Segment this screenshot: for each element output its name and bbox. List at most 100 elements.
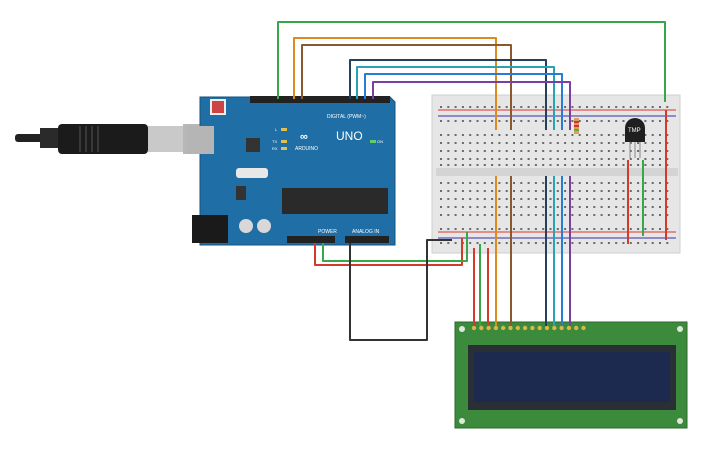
breadboard-hole[interactable] — [600, 214, 603, 216]
breadboard-hole[interactable] — [578, 120, 581, 122]
breadboard-hole[interactable] — [476, 228, 479, 230]
arduino-board[interactable]: DIGITAL (PWM~) ∞ ARDUINO UNO L TX RX ON … — [186, 96, 396, 246]
breadboard-hole[interactable] — [447, 228, 450, 230]
breadboard-hole[interactable] — [556, 106, 559, 108]
breadboard-hole[interactable] — [659, 142, 661, 144]
breadboard-hole[interactable] — [549, 228, 552, 230]
breadboard-hole[interactable] — [600, 120, 603, 122]
breadboard-hole[interactable] — [600, 142, 603, 144]
breadboard-hole[interactable] — [556, 228, 559, 230]
breadboard-hole[interactable] — [637, 150, 640, 152]
breadboard-hole[interactable] — [527, 150, 530, 152]
breadboard-hole[interactable] — [586, 214, 588, 216]
breadboard-hole[interactable] — [644, 158, 647, 160]
breadboard-hole[interactable] — [651, 242, 654, 244]
breadboard-hole[interactable] — [447, 198, 450, 200]
breadboard-hole[interactable] — [527, 164, 530, 166]
breadboard-hole[interactable] — [622, 206, 625, 208]
breadboard-hole[interactable] — [666, 120, 669, 122]
breadboard-hole[interactable] — [447, 190, 450, 192]
breadboard-hole[interactable] — [586, 142, 588, 144]
breadboard-hole[interactable] — [461, 150, 464, 152]
breadboard-hole[interactable] — [454, 242, 457, 244]
breadboard-hole[interactable] — [461, 142, 464, 144]
breadboard-hole[interactable] — [571, 142, 574, 144]
breadboard-hole[interactable] — [491, 198, 494, 200]
breadboard-hole[interactable] — [651, 228, 654, 230]
breadboard-hole[interactable] — [520, 134, 523, 136]
breadboard-hole[interactable] — [564, 228, 567, 230]
breadboard-hole[interactable] — [651, 134, 654, 136]
breadboard-hole[interactable] — [469, 106, 472, 108]
breadboard-hole[interactable] — [600, 150, 603, 152]
breadboard-hole[interactable] — [476, 142, 479, 144]
breadboard-hole[interactable] — [586, 242, 588, 244]
breadboard-hole[interactable] — [622, 214, 625, 216]
breadboard-hole[interactable] — [622, 198, 625, 200]
breadboard-hole[interactable] — [556, 134, 559, 136]
breadboard-hole[interactable] — [520, 198, 523, 200]
lcd-pin[interactable] — [501, 325, 506, 331]
breadboard-hole[interactable] — [607, 182, 610, 184]
breadboard-hole[interactable] — [659, 164, 661, 166]
breadboard-hole[interactable] — [659, 150, 661, 152]
breadboard-hole[interactable] — [651, 206, 654, 208]
breadboard-hole[interactable] — [440, 164, 442, 166]
breadboard-hole[interactable] — [586, 150, 588, 152]
breadboard-hole[interactable] — [454, 120, 457, 122]
breadboard-hole[interactable] — [542, 190, 545, 192]
breadboard-hole[interactable] — [476, 242, 479, 244]
breadboard-hole[interactable] — [666, 164, 669, 166]
breadboard-hole[interactable] — [593, 214, 596, 216]
breadboard-hole[interactable] — [666, 106, 669, 108]
analog-header[interactable] — [345, 236, 389, 243]
breadboard-hole[interactable] — [505, 142, 508, 144]
breadboard-hole[interactable] — [454, 182, 457, 184]
breadboard-hole[interactable] — [578, 206, 581, 208]
lcd-pin[interactable] — [486, 325, 491, 331]
breadboard-hole[interactable] — [461, 214, 464, 216]
breadboard-hole[interactable] — [534, 182, 537, 184]
breadboard-hole[interactable] — [505, 228, 508, 230]
breadboard-hole[interactable] — [513, 190, 515, 192]
breadboard-hole[interactable] — [549, 214, 552, 216]
breadboard-hole[interactable] — [505, 120, 508, 122]
breadboard-hole[interactable] — [483, 214, 486, 216]
breadboard-hole[interactable] — [564, 206, 567, 208]
breadboard-hole[interactable] — [615, 214, 618, 216]
breadboard-hole[interactable] — [593, 198, 596, 200]
breadboard-hole[interactable] — [491, 158, 494, 160]
breadboard-hole[interactable] — [461, 198, 464, 200]
breadboard-hole[interactable] — [549, 182, 552, 184]
breadboard-hole[interactable] — [440, 158, 442, 160]
breadboard-hole[interactable] — [629, 206, 632, 208]
breadboard-hole[interactable] — [542, 158, 545, 160]
breadboard-hole[interactable] — [513, 198, 515, 200]
breadboard-hole[interactable] — [542, 150, 545, 152]
breadboard-hole[interactable] — [571, 190, 574, 192]
breadboard-hole[interactable] — [651, 214, 654, 216]
breadboard-hole[interactable] — [520, 206, 523, 208]
breadboard-hole[interactable] — [476, 182, 479, 184]
breadboard-hole[interactable] — [440, 242, 442, 244]
breadboard-hole[interactable] — [607, 158, 610, 160]
breadboard-hole[interactable] — [615, 106, 618, 108]
breadboard-hole[interactable] — [476, 164, 479, 166]
breadboard-hole[interactable] — [615, 198, 618, 200]
breadboard-hole[interactable] — [491, 134, 494, 136]
breadboard-hole[interactable] — [549, 134, 552, 136]
breadboard-hole[interactable] — [615, 150, 618, 152]
breadboard-hole[interactable] — [564, 198, 567, 200]
breadboard-hole[interactable] — [586, 158, 588, 160]
breadboard-hole[interactable] — [622, 228, 625, 230]
breadboard-hole[interactable] — [491, 106, 494, 108]
breadboard-hole[interactable] — [483, 182, 486, 184]
breadboard-hole[interactable] — [556, 142, 559, 144]
breadboard-hole[interactable] — [498, 142, 501, 144]
breadboard-hole[interactable] — [454, 190, 457, 192]
breadboard-hole[interactable] — [607, 134, 610, 136]
breadboard-hole[interactable] — [440, 134, 442, 136]
breadboard-hole[interactable] — [513, 182, 515, 184]
breadboard-hole[interactable] — [644, 106, 647, 108]
breadboard-hole[interactable] — [644, 228, 647, 230]
